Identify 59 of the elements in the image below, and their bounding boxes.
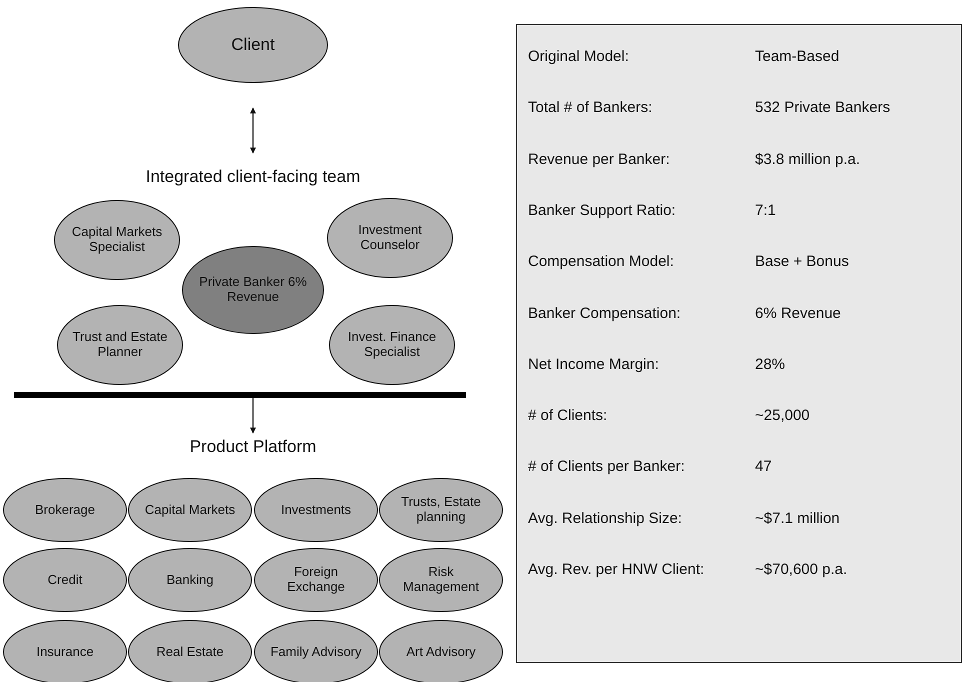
- table-value: 532 Private Bankers: [755, 99, 890, 116]
- node-label: Client: [231, 35, 275, 55]
- table-value: ~$70,600 p.a.: [755, 561, 848, 578]
- node-label: Credit: [48, 572, 82, 588]
- section-heading: Product Platform: [153, 435, 353, 459]
- ellipse-node: [329, 305, 455, 385]
- section-heading: Integrated client-facing team: [103, 165, 403, 189]
- arrow: [250, 398, 256, 434]
- node-label: Family Advisory: [270, 644, 362, 660]
- table-key: Avg. Relationship Size:: [528, 510, 682, 527]
- node-label: Capital Markets: [144, 502, 236, 518]
- table-value: Base + Bonus: [755, 253, 849, 270]
- ellipse-node: [3, 548, 127, 612]
- table-key: Banker Compensation:: [528, 304, 681, 322]
- ellipse-node: [379, 478, 503, 542]
- node-label: Investment Counselor: [357, 223, 423, 253]
- node-label: Art Advisory: [406, 644, 476, 660]
- node-label: Trust and Estate Planner: [72, 330, 168, 360]
- table-key: Net Income Margin:: [528, 356, 659, 373]
- table-key: # of Clients per Banker:: [528, 458, 685, 476]
- table-value: ~$7.1 million: [755, 510, 840, 527]
- node-label: Risk Management: [402, 565, 480, 595]
- node-label: Insurance: [36, 644, 94, 660]
- ellipse-node: [57, 305, 183, 385]
- node-label: Private Banker 6% Revenue: [198, 275, 308, 305]
- ellipse-node: [182, 246, 324, 334]
- table-key: Compensation Model:: [528, 253, 674, 270]
- table-key: Avg. Rev. per HNW Client:: [528, 561, 704, 578]
- ellipse-node: [54, 200, 180, 280]
- node-label: Capital Markets Specialist: [70, 225, 164, 255]
- ellipse-node: [128, 478, 252, 542]
- node-label: Investments: [280, 502, 352, 518]
- node-label: Brokerage: [35, 502, 95, 518]
- node-label: Trusts, Estate planning: [400, 495, 482, 525]
- ellipse-node: [128, 548, 252, 612]
- table-key: Total # of Bankers:: [528, 99, 652, 116]
- node-label: Invest. Finance Specialist: [346, 330, 438, 360]
- table-value: ~25,000: [755, 407, 810, 424]
- ellipse-node: [327, 198, 453, 278]
- ellipse-node: [379, 548, 503, 612]
- table-value: 28%: [755, 356, 786, 373]
- table-value: Team-Based: [755, 48, 840, 65]
- table-value: 7:1: [755, 202, 776, 219]
- ellipse-node: [254, 548, 378, 612]
- table-key: # of Clients:: [528, 407, 608, 424]
- divider-bar: [14, 392, 466, 398]
- table-key: Banker Support Ratio:: [528, 202, 676, 219]
- table-key: Original Model:: [528, 48, 629, 65]
- ellipse-node: [178, 7, 328, 83]
- node-label: Banking: [166, 572, 214, 588]
- table-value: $3.8 million p.a.: [755, 150, 860, 168]
- table-value: 47: [755, 458, 772, 476]
- node-label: Real Estate: [156, 644, 224, 660]
- ellipse-node: [254, 478, 378, 542]
- ellipse-node: [3, 478, 127, 542]
- table-key: Revenue per Banker:: [528, 150, 670, 168]
- node-label: Foreign Exchange: [286, 565, 346, 595]
- table-value: 6% Revenue: [755, 304, 841, 322]
- arrow: [250, 107, 256, 154]
